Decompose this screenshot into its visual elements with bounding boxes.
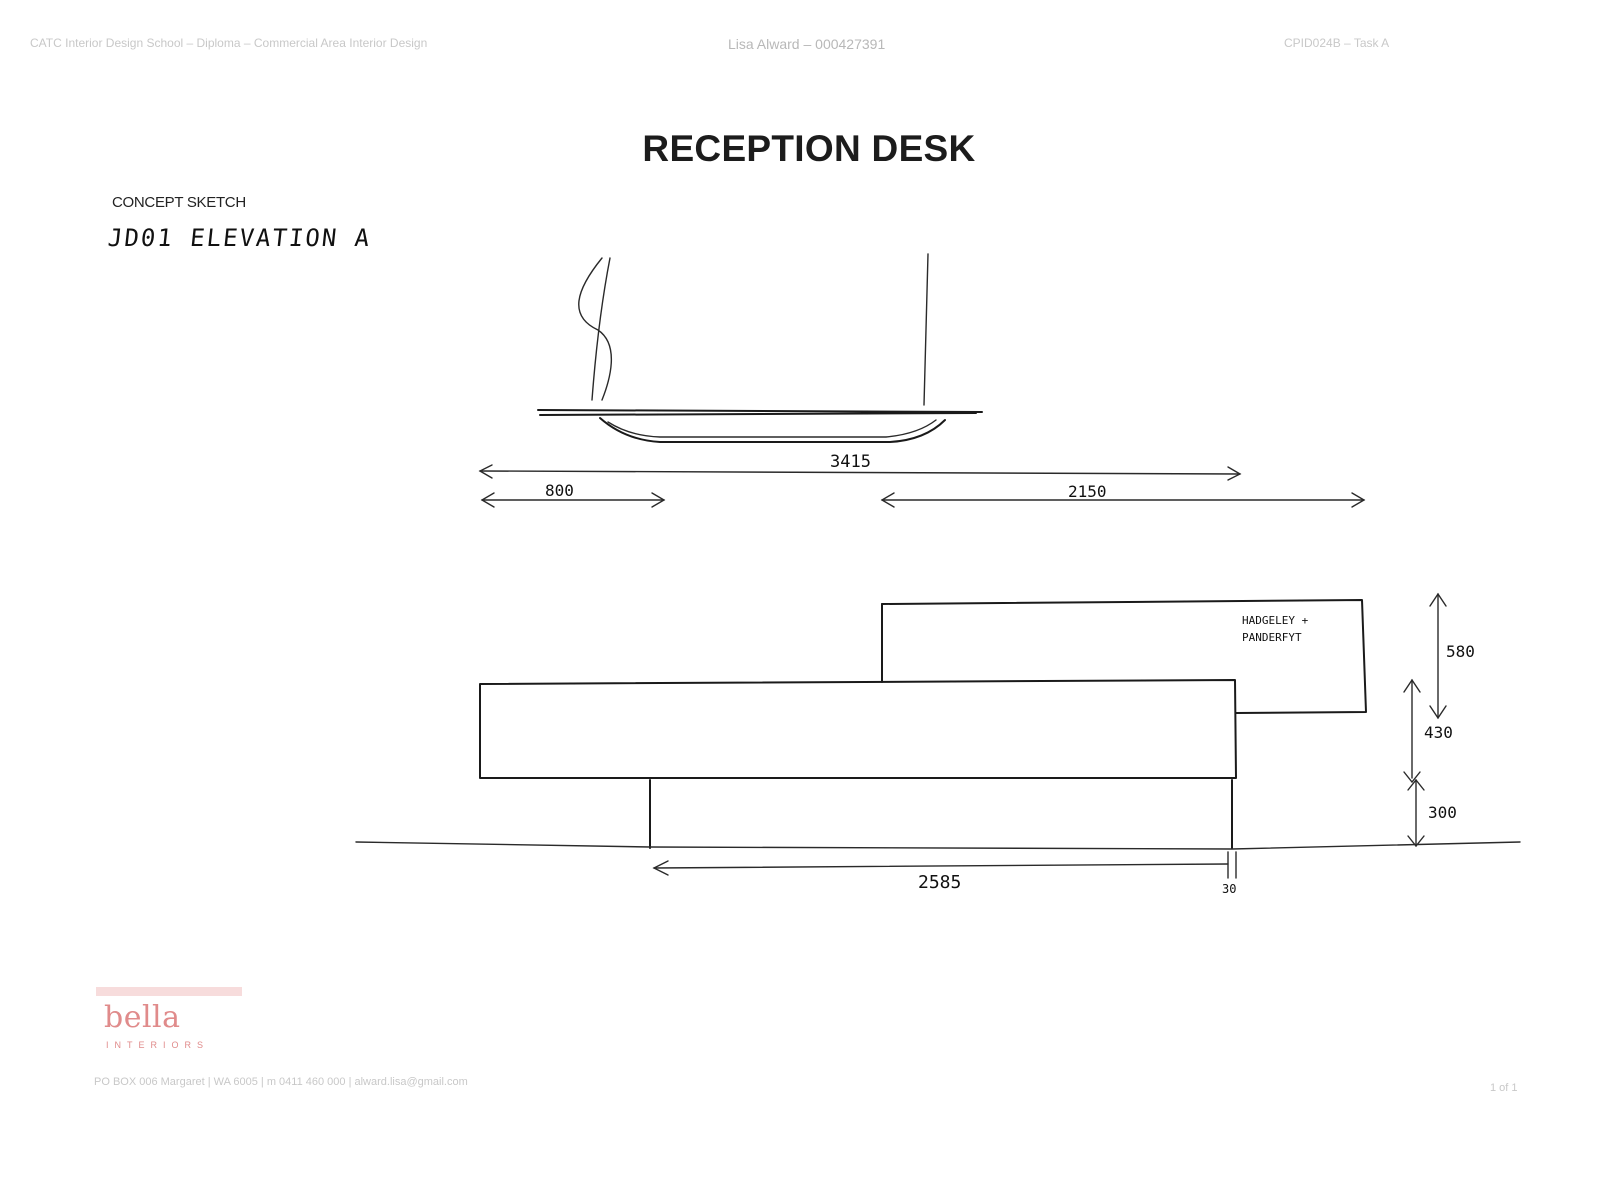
header-task: CPID024B – Task A	[1284, 36, 1390, 50]
pendant-cable-right	[923, 253, 929, 406]
pendant-top	[537, 409, 983, 413]
desk-base	[649, 779, 1233, 849]
dimension-middle-height	[1403, 678, 1421, 784]
dimension-left	[480, 492, 666, 508]
dim-base-width-text: 2585	[918, 872, 961, 893]
dimension-upper-height	[1429, 592, 1447, 720]
desk-counter	[479, 679, 1237, 779]
pendant-cable-coil	[578, 257, 612, 401]
floor-line	[355, 841, 1521, 850]
logo-subtitle: INTERIORS	[106, 1040, 210, 1050]
logo-name: bella	[104, 1000, 181, 1035]
header-course: CATC Interior Design School – Diploma – …	[30, 36, 428, 50]
dimension-overall	[478, 464, 1242, 481]
dim-right-text: 2150	[1068, 482, 1107, 501]
dim-overall-text: 3415	[830, 452, 871, 472]
concept-sketch-label: CONCEPT SKETCH	[112, 194, 246, 211]
footer-contact: PO BOX 006 Margaret | WA 6005 | m 0411 4…	[94, 1076, 468, 1088]
page-number: 1 of 1	[1490, 1082, 1518, 1094]
desk-upper-panel	[881, 599, 1367, 714]
dim-middle-height-text: 430	[1424, 723, 1453, 742]
dim-left-text: 800	[545, 481, 574, 500]
dim-offset-text: 30	[1222, 882, 1236, 896]
dimension-base-width	[652, 851, 1237, 879]
pendant-cable-left	[591, 257, 611, 401]
header-student: Lisa Alward – 000427391	[728, 36, 886, 52]
signage-line-1: HADGELEY +	[1242, 614, 1309, 627]
logo-accent-bar	[96, 987, 242, 996]
dim-upper-height-text: 580	[1446, 642, 1475, 661]
dimension-base-height	[1407, 778, 1425, 848]
pendant-bowl	[599, 417, 946, 443]
pendant-light	[537, 253, 983, 443]
pendant-top-inner	[539, 412, 977, 416]
signage-line-2: PANDERFYT	[1242, 631, 1302, 644]
dim-base-height-text: 300	[1428, 803, 1457, 822]
pendant-bowl-inner	[607, 419, 937, 438]
dimension-right	[880, 492, 1366, 508]
page-title: RECEPTION DESK	[642, 128, 976, 169]
